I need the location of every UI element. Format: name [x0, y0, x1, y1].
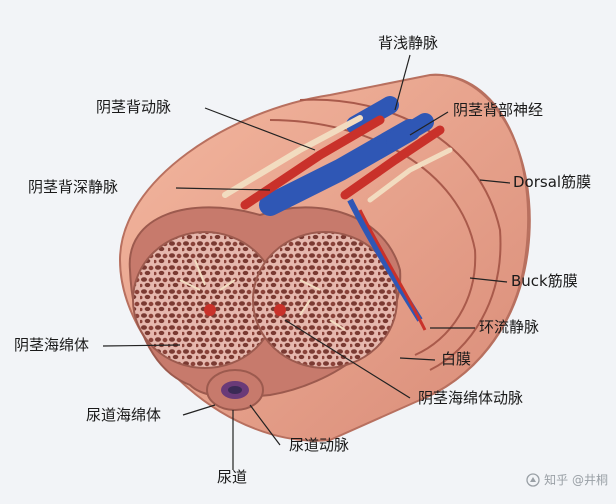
label-deep-dorsal-vein: 阴茎背深静脉 — [28, 178, 119, 196]
label-corpus-spongiosum: 尿道海绵体 — [86, 406, 162, 424]
watermark-text: 知乎 @井桐 — [544, 473, 608, 487]
corpus-cavernosum-right — [252, 231, 398, 369]
label-dorsal-nerve: 阴茎背部神经 — [453, 101, 544, 119]
label-tunica-albuginea: 白膜 — [441, 350, 472, 368]
label-urethra: 尿道 — [217, 468, 248, 486]
dorsal-nerve — [222, 115, 363, 198]
label-superficial-dorsal-vein: 背浅静脉 — [378, 34, 439, 52]
cavernous-artery-left — [204, 304, 216, 316]
label-dorsal-fascia: Dorsal筋膜 — [513, 173, 592, 191]
label-circumflex-vein: 环流静脉 — [479, 318, 540, 336]
dorsal-artery-left — [240, 115, 385, 210]
label-buck-fascia: Buck筋膜 — [511, 272, 578, 290]
leader-lines — [102, 54, 511, 470]
back-end-cap — [419, 73, 531, 401]
superficial-dorsal-vein-a — [346, 96, 399, 134]
label-corpus-cavernosum: 阴茎海绵体 — [14, 336, 90, 354]
label-cavernous-artery: 阴茎海绵体动脉 — [418, 389, 524, 407]
zhihu-logo-icon — [526, 472, 540, 487]
watermark: 知乎 @井桐 — [526, 471, 608, 488]
cavernous-artery-right — [274, 304, 286, 316]
superficial-dorsal-vein-b — [386, 113, 434, 149]
dorsal-artery-right — [340, 125, 445, 200]
label-dorsal-artery: 阴茎背动脉 — [96, 98, 172, 116]
label-urethral-artery: 尿道动脉 — [289, 436, 350, 454]
